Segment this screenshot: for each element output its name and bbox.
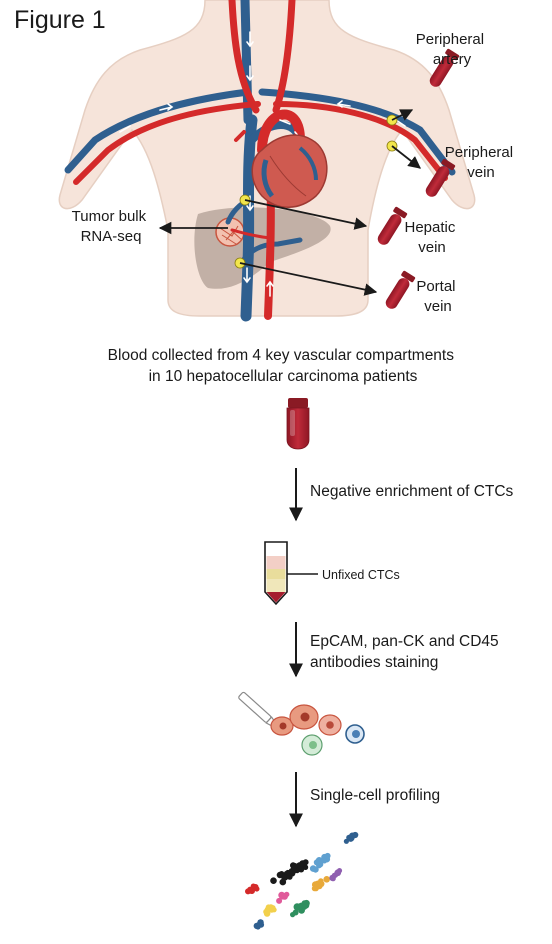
vein-arm-right xyxy=(258,88,456,176)
artery-arm-right xyxy=(273,101,448,181)
artery-arm-left xyxy=(73,101,261,185)
vena-cava xyxy=(240,114,258,322)
arrow-to-portal-vein xyxy=(239,262,378,296)
cell-point xyxy=(249,888,255,894)
caption: Blood collected from 4 key vascular comp… xyxy=(108,347,459,385)
cell-point xyxy=(270,877,277,884)
cell-point xyxy=(268,906,275,913)
cell-point xyxy=(279,893,287,900)
arrow-to-hepatic-vein xyxy=(244,199,368,230)
heart xyxy=(251,134,328,208)
cell-point xyxy=(292,909,299,916)
cell-point xyxy=(312,866,319,873)
step-single-cell: Single-cell profiling xyxy=(310,787,440,804)
single-cell-scatter xyxy=(245,831,359,930)
cell-point xyxy=(299,860,306,867)
label-unfixed-ctcs: Unfixed CTCs xyxy=(322,568,400,582)
stained-cells xyxy=(238,691,365,756)
label-peripheral-vein: Peripheral vein xyxy=(445,144,518,181)
portal-vein xyxy=(239,237,303,265)
cell-red-2 xyxy=(289,704,319,730)
cell-red-3 xyxy=(318,714,342,736)
sample-arrows xyxy=(158,109,421,296)
cell-green xyxy=(301,734,323,756)
cell-point xyxy=(313,885,319,892)
hepatic-artery xyxy=(230,228,272,240)
cell-point xyxy=(276,897,283,904)
cell-point xyxy=(334,869,341,875)
heart-shape xyxy=(251,134,328,208)
cell-point xyxy=(263,908,269,915)
artery-neck-right xyxy=(272,0,296,114)
cell-point xyxy=(352,831,359,839)
cell-point xyxy=(321,858,327,864)
tube-portal-vein xyxy=(385,270,416,309)
tube-hepatic-vein xyxy=(377,206,408,245)
cell-point xyxy=(254,886,260,892)
cell-point xyxy=(253,922,260,930)
label-tumor-bulk: Tumor bulk RNA-seq xyxy=(72,208,151,245)
cell-point xyxy=(330,876,336,882)
cell-point xyxy=(286,873,293,880)
artery-neck-left xyxy=(228,0,260,114)
tube-peripheral-vein xyxy=(425,158,456,197)
step-staining: EpCAM, pan-CK and CD45 antibodies staini… xyxy=(310,633,503,671)
label-hepatic-vein: Hepatic vein xyxy=(404,219,459,256)
cell-red-1 xyxy=(270,716,294,736)
sample-tubes xyxy=(377,48,460,309)
arrow-to-peripheral-artery xyxy=(391,109,414,121)
step-negative-enrichment: Negative enrichment of CTCs xyxy=(310,483,514,500)
enrichment-tube xyxy=(264,541,318,606)
cell-point xyxy=(316,881,322,888)
cell-point xyxy=(291,863,298,870)
arrow-to-peripheral-vein xyxy=(391,145,421,169)
tube-peripheral-artery xyxy=(429,48,460,87)
cell-point xyxy=(324,852,331,859)
cell-point xyxy=(298,866,305,873)
artery-branch xyxy=(234,130,246,142)
figure-title: Figure 1 xyxy=(14,6,106,34)
blood-tube-large xyxy=(286,398,310,450)
label-portal-vein: Portal vein xyxy=(416,278,459,315)
cell-point xyxy=(302,904,308,910)
label-peripheral-artery: Peripheral artery xyxy=(416,31,489,68)
flow-arrows xyxy=(119,31,406,297)
cell-blue xyxy=(345,724,365,744)
cell-point xyxy=(323,876,331,883)
cell-point xyxy=(281,874,288,881)
